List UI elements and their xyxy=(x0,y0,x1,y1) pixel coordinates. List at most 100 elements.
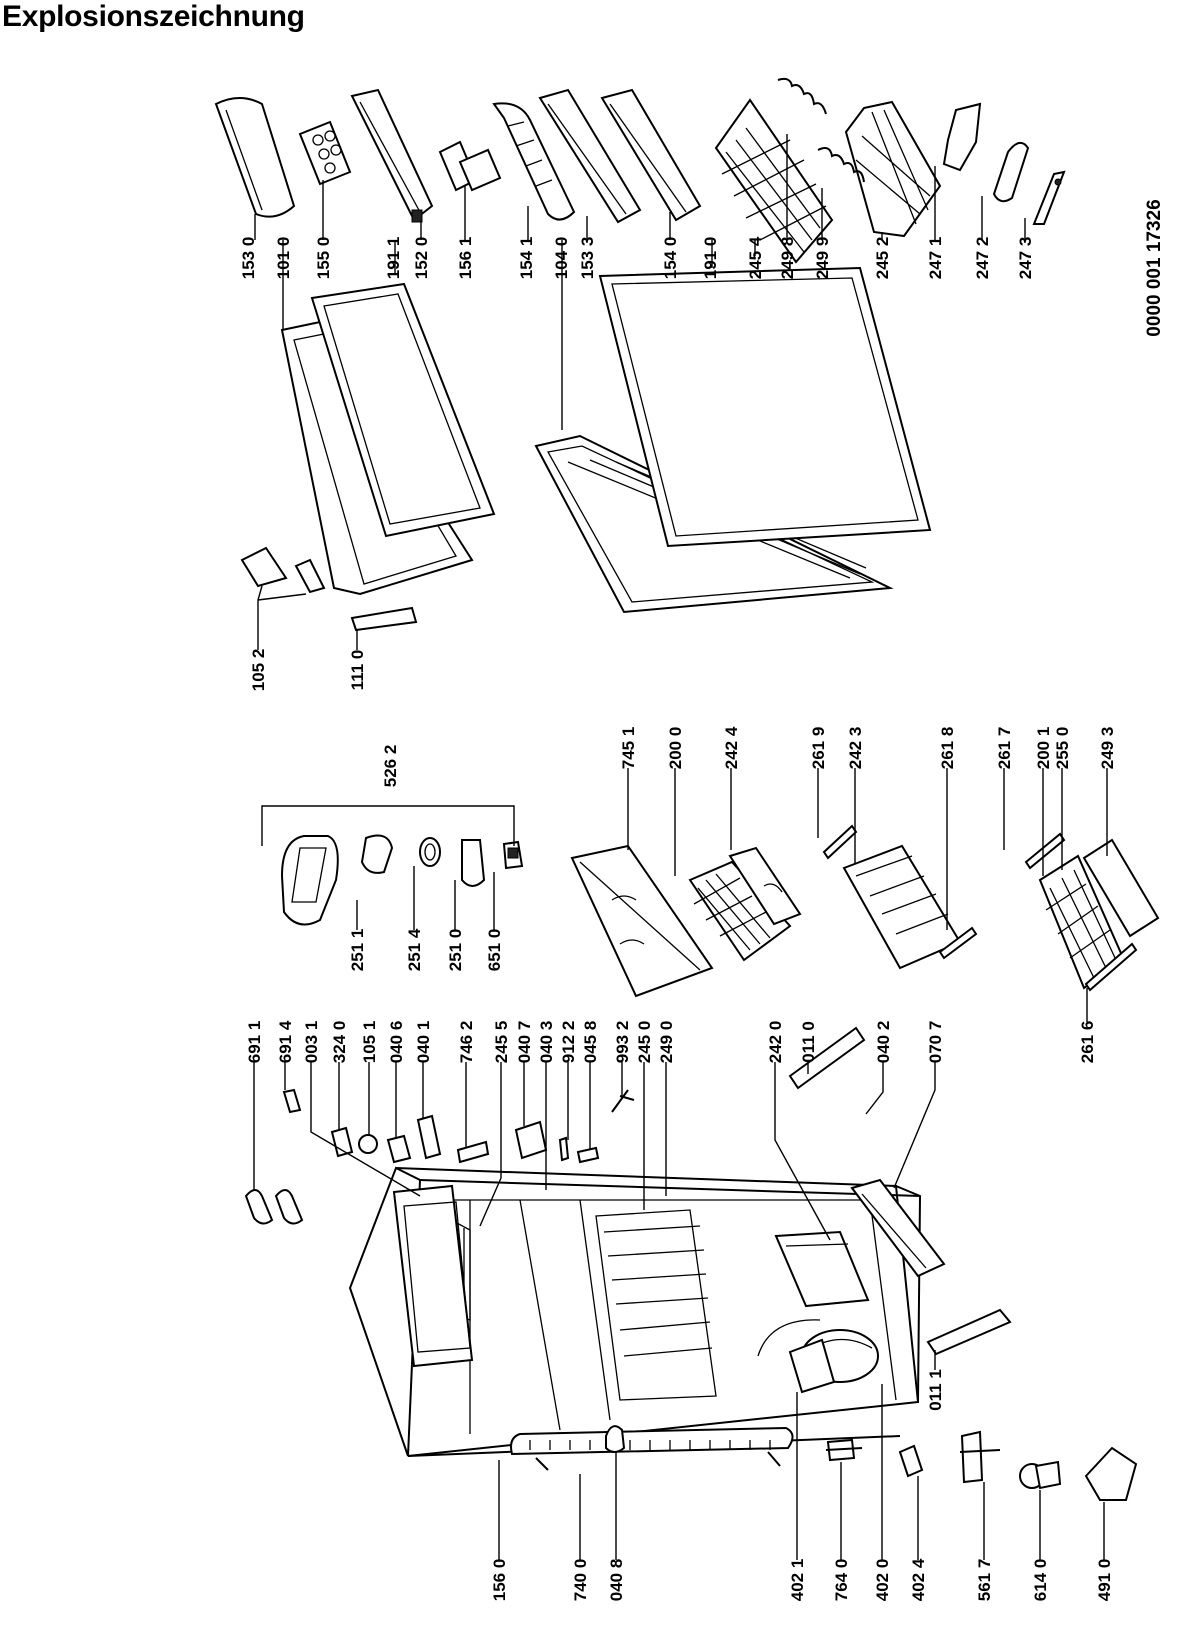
callout-label-c0401: 040 1 xyxy=(414,1021,433,1064)
egg-tray-drawing xyxy=(298,120,352,186)
callout-label-c2616: 261 6 xyxy=(1078,1021,1097,1064)
rail-261-8-drawing xyxy=(938,926,978,960)
callout-label-c2452: 245 2 xyxy=(873,237,892,280)
callout-label-c0707: 070 7 xyxy=(926,1021,945,1064)
callout-label-c1911: 191 1 xyxy=(384,237,403,280)
callout-label-c1541: 154 1 xyxy=(517,237,536,280)
clip-249-8-drawing xyxy=(777,77,827,115)
rail-261-6-drawing xyxy=(1084,942,1138,992)
callout-label-c1040: 104 0 xyxy=(552,237,571,280)
callout-label-c0031: 003 1 xyxy=(302,1021,321,1064)
door-bin-152-0-drawing xyxy=(350,88,434,223)
callout-label-c9932: 993 2 xyxy=(613,1021,632,1064)
small-parts-drawing xyxy=(244,1088,635,1225)
glass-shelf-245-2-drawing xyxy=(844,100,942,238)
callout-label-c6911: 691 1 xyxy=(245,1021,264,1064)
bottle-rack-154-1-drawing xyxy=(492,102,576,221)
callout-label-c4910: 491 0 xyxy=(1095,1559,1114,1602)
shelf-200-0-drawing xyxy=(688,860,792,962)
callout-label-c2499: 249 9 xyxy=(813,237,832,280)
callout-label-c2450: 245 0 xyxy=(635,1021,654,1064)
freezer-door-drawing xyxy=(280,282,496,596)
callout-label-c2471: 247 1 xyxy=(926,237,945,280)
condenser-drawing xyxy=(510,1426,794,1471)
callout-label-c2618: 261 8 xyxy=(938,727,957,770)
callout-label-c1010: 101 0 xyxy=(274,237,293,280)
callout-label-c7451: 745 1 xyxy=(619,727,638,770)
callout-label-c2454: 245 4 xyxy=(746,236,765,279)
rail-261-7-drawing xyxy=(1024,832,1066,870)
callout-label-c2001: 200 1 xyxy=(1034,727,1053,770)
callout-label-c2617: 261 7 xyxy=(995,727,1014,770)
callout-label-c0458: 045 8 xyxy=(581,1021,600,1064)
callout-label-c4020: 402 0 xyxy=(873,1559,892,1602)
callout-label-c0406: 040 6 xyxy=(387,1021,406,1064)
callout-label-c9122: 912 2 xyxy=(559,1021,578,1064)
callout-label-c0403: 040 3 xyxy=(537,1021,556,1064)
callout-label-c5617: 561 7 xyxy=(975,1559,994,1602)
callout-label-c1533: 153 3 xyxy=(578,237,597,280)
compressor-drawing xyxy=(757,1319,879,1462)
callout-label-c1910: 191 0 xyxy=(701,237,720,280)
callout-label-c1550: 155 0 xyxy=(314,237,333,280)
callout-label-c0402: 040 2 xyxy=(874,1021,893,1064)
callout-label-c2490: 249 0 xyxy=(657,1021,676,1064)
callout-label-c0408: 040 8 xyxy=(607,1559,626,1602)
callout-label-c1561: 156 1 xyxy=(456,237,475,280)
callout-label-c1051: 105 1 xyxy=(360,1021,379,1064)
wire-shelf-245-4-drawing xyxy=(714,98,834,264)
leader-lines xyxy=(253,134,1108,1560)
callout-label-c2550: 255 0 xyxy=(1053,727,1072,770)
callout-label-c2473: 247 3 xyxy=(1016,237,1035,280)
callout-label-c2000: 200 0 xyxy=(666,727,685,770)
hinge-105-2-drawing xyxy=(240,546,326,594)
callout-label-c2420: 242 0 xyxy=(766,1021,785,1064)
hinge-cover-111-0-drawing xyxy=(350,606,418,632)
callout-label-c3240: 324 0 xyxy=(330,1021,349,1064)
callout-label-c6140: 614 0 xyxy=(1031,1559,1050,1602)
callout-labels: 153 0 101 0 155 0 191 1 152 0 156 1 154 1 104 0… xyxy=(239,236,1117,1601)
callout-label-c2424: 242 4 xyxy=(722,726,741,769)
callout-label-c2493: 249 3 xyxy=(1098,727,1117,770)
callout-label-c1520: 152 0 xyxy=(412,237,431,280)
callout-label-c1560: 156 0 xyxy=(490,1559,509,1602)
callout-label-c1530: 153 0 xyxy=(239,237,258,280)
callout-label-c7462: 746 2 xyxy=(457,1021,476,1064)
handle-247-3-drawing xyxy=(1032,170,1066,225)
callout-label-c1540: 154 0 xyxy=(661,237,680,280)
callout-label-c4024: 402 4 xyxy=(909,1558,928,1601)
callout-label-c2510: 251 0 xyxy=(446,929,465,972)
drawer-front-242-4-drawing xyxy=(728,846,802,926)
callout-label-c1052: 105 2 xyxy=(249,649,268,692)
callout-label-c2619: 261 9 xyxy=(809,727,828,770)
callout-label-c6914: 691 4 xyxy=(276,1020,295,1063)
clip-249-9-drawing xyxy=(817,147,865,183)
door-bin-104-0-drawing xyxy=(538,88,642,224)
callout-label-c4021: 402 1 xyxy=(788,1559,807,1602)
bottom-components-drawing xyxy=(605,1425,1138,1501)
cabinet-body-drawing xyxy=(348,1166,922,1457)
door-bin-154-0-drawing xyxy=(600,88,702,222)
callout-label-c2514: 251 4 xyxy=(405,928,424,971)
callout-label-c7400: 740 0 xyxy=(571,1559,590,1602)
callout-label-c1110: 111 0 xyxy=(348,650,367,691)
handle-247-1-drawing xyxy=(942,102,982,172)
freezer-flap-745-1-drawing xyxy=(570,844,714,998)
callout-label-c2423: 242 3 xyxy=(846,727,865,770)
callout-label-c2472: 247 2 xyxy=(973,237,992,280)
page-title: Explosionszeichnung xyxy=(2,0,305,33)
callout-label-c7640: 764 0 xyxy=(832,1559,851,1602)
fridge-door-drawing xyxy=(534,266,932,614)
callout-label-c2511: 251 1 xyxy=(348,929,367,972)
butter-lid-drawing xyxy=(438,140,502,192)
door-bin-153-0-drawing xyxy=(214,97,296,218)
lamp-housing-drawing xyxy=(280,834,524,926)
callout-label-c0110: 011 0 xyxy=(799,1021,818,1063)
callout-label-c2498: 249 8 xyxy=(778,237,797,280)
callout-label-c0407: 040 7 xyxy=(515,1021,534,1064)
callout-label-c6510: 651 0 xyxy=(485,929,504,972)
reference-number: 0000 001 17326 xyxy=(1144,199,1165,336)
callout-label-c2455: 245 5 xyxy=(492,1021,511,1064)
callout-label-c0111: 011 1 xyxy=(926,1369,945,1411)
